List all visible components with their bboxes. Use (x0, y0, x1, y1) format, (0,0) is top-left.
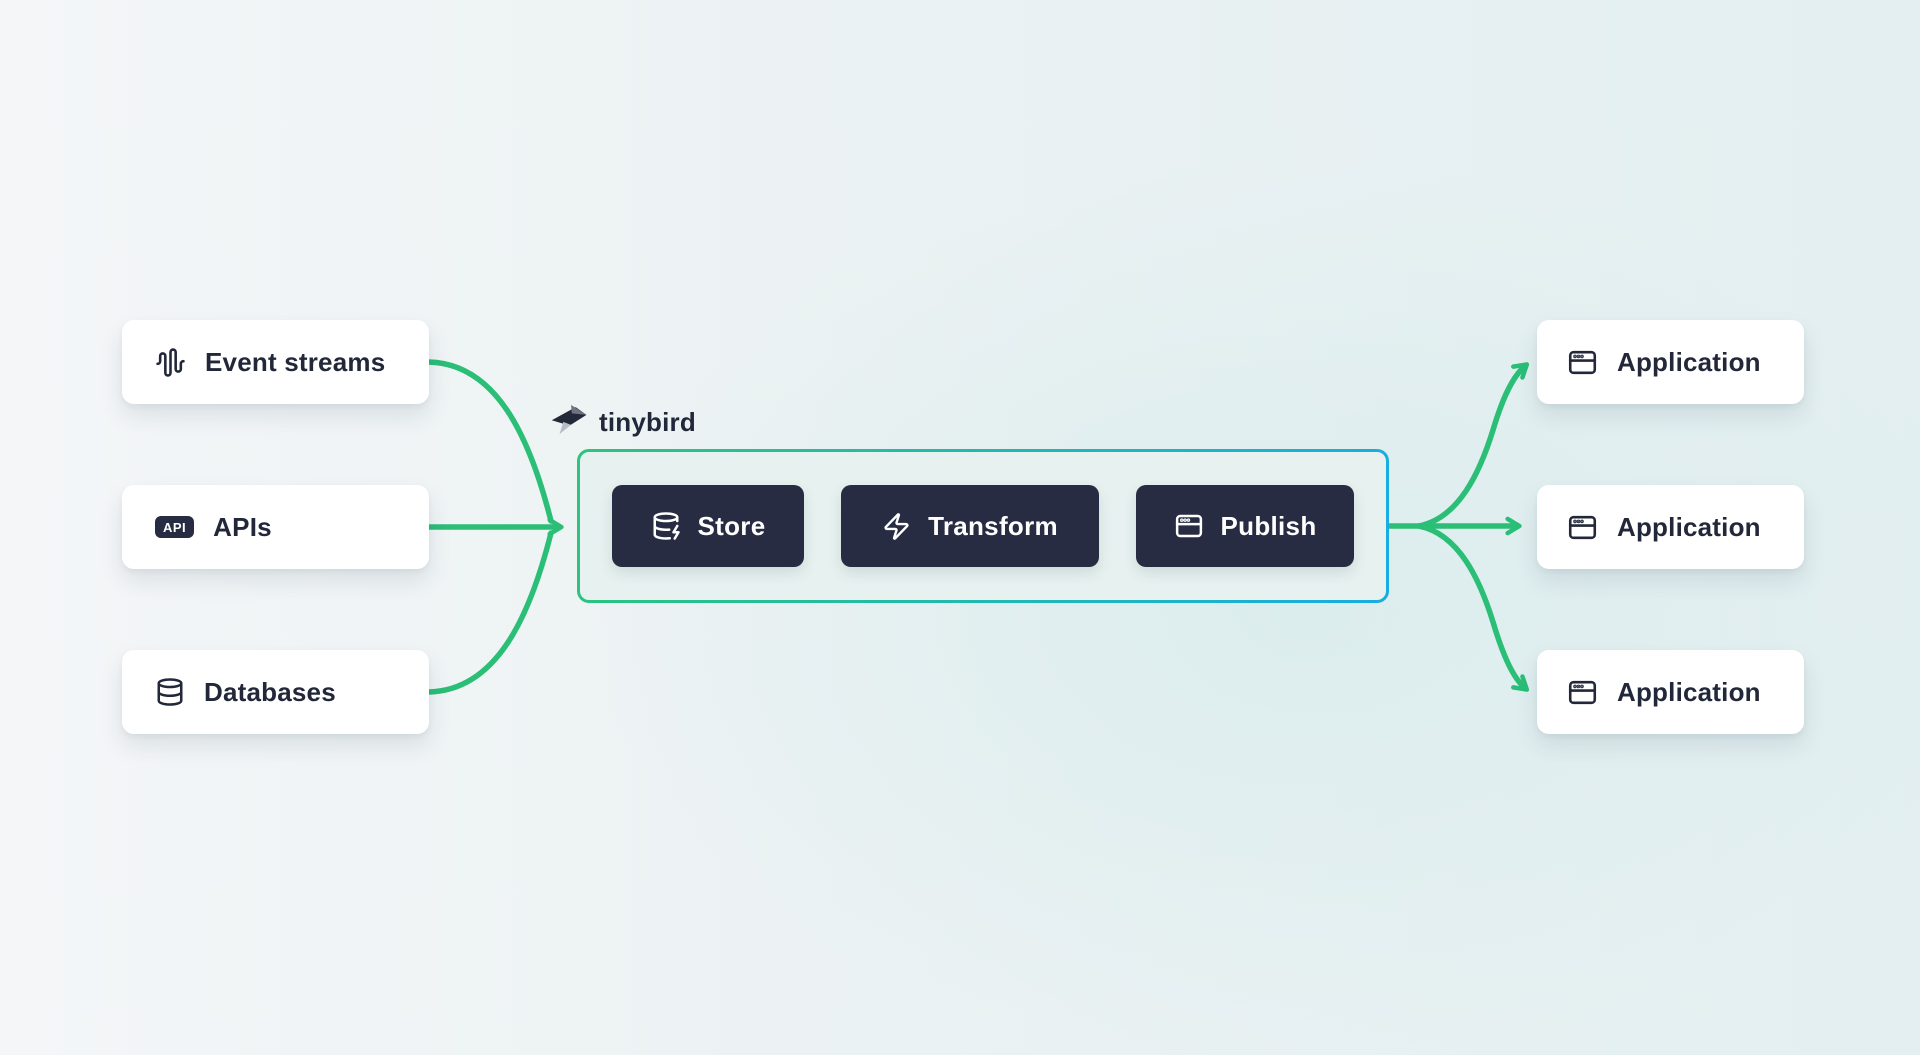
pipeline-step-label: Publish (1220, 510, 1317, 541)
destination-card-application-3: Application (1537, 650, 1804, 734)
app-window-icon (1567, 347, 1598, 378)
connector-application-top (1386, 362, 1530, 529)
source-card-databases: Databases (122, 650, 429, 734)
source-label: Event streams (205, 346, 386, 377)
tinybird-pipeline-box: Store Transform Publish (577, 449, 1389, 603)
destination-label: Application (1617, 676, 1761, 707)
source-card-event-streams: Event streams (122, 320, 429, 404)
publish-node: Publish (1136, 485, 1354, 567)
source-card-apis: API APIs (122, 485, 429, 569)
store-node: Store (612, 485, 804, 567)
bird-logo-icon (551, 404, 588, 440)
destination-card-application-2: Application (1537, 485, 1804, 569)
api-badge-icon: API (155, 516, 195, 538)
destination-label: Application (1617, 346, 1761, 377)
source-label: Databases (204, 676, 336, 707)
database-icon (155, 677, 185, 707)
pipeline-step-label: Transform (928, 510, 1058, 541)
database-zap-icon (651, 511, 681, 541)
app-window-icon (1567, 512, 1598, 543)
destination-label: Application (1617, 511, 1761, 542)
brand-name: tinybird (599, 406, 696, 437)
destination-card-application-1: Application (1537, 320, 1804, 404)
app-window-icon (1174, 511, 1204, 541)
transform-node: Transform (841, 485, 1099, 567)
connector-application-bottom (1416, 523, 1530, 692)
connector-databases (426, 530, 554, 695)
pipeline-step-label: Store (697, 510, 766, 541)
app-window-icon (1567, 677, 1598, 708)
zap-icon (882, 512, 911, 541)
source-label: APIs (213, 511, 272, 542)
connector-event-streams (426, 359, 554, 524)
tinybird-brand: tinybird (551, 403, 696, 441)
audio-waveform-icon (155, 347, 186, 378)
